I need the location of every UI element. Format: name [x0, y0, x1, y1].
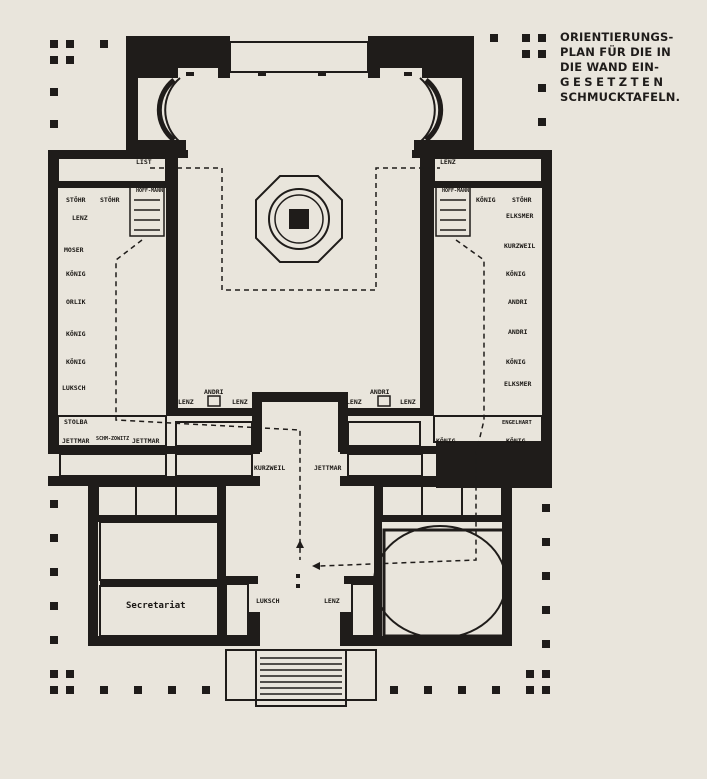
- label-center-left-lenz-1: LENZ: [178, 398, 194, 406]
- label-left-col-5: KÖNIG: [66, 357, 86, 366]
- plaque-labels: LIST LENZ STÖHR STÖHR HOFF-MANN HOFF-MAN…: [62, 158, 535, 611]
- label-right-col-5: ANDRI: [508, 328, 528, 336]
- label-top-right: LENZ: [440, 158, 456, 166]
- label-left-bottom-1: SCHM-ZOWITZ: [96, 436, 129, 442]
- central-fountain: [255, 175, 343, 263]
- label-right-col-6: KÖNIG: [506, 357, 526, 366]
- label-right-col-8: ENGELHART: [502, 420, 532, 426]
- label-center-right-andri: ANDRI: [370, 388, 390, 396]
- label-right-col-1: ELKSMER: [506, 212, 533, 220]
- caption-line-5: SCHMUCKTAFELN.: [560, 90, 681, 104]
- label-right-stair: HOFF-MANN: [442, 188, 469, 194]
- label-center-left-lenz-2: LENZ: [232, 398, 248, 406]
- plan-caption: ORIENTIERUNGS- PLAN FÜR DIE IN DIE WAND …: [560, 30, 700, 105]
- label-right-col-3: KÖNIG: [506, 269, 526, 278]
- label-left-stoehr-2: STÖHR: [100, 195, 120, 204]
- stairs: [129, 183, 471, 701]
- label-left-stoehr-1: STÖHR: [66, 195, 86, 204]
- label-left-col-1: MOSER: [64, 246, 84, 254]
- caption-line-4: GESETZTEN: [560, 75, 667, 89]
- label-left-col-2: KÖNIG: [66, 269, 86, 278]
- outlines: [57, 41, 543, 707]
- domes: [156, 77, 444, 143]
- label-entry-luksch: LUKSCH: [256, 597, 280, 605]
- room-secretariat: Secretariat: [126, 600, 186, 611]
- caption-line-2: PLAN FÜR DIE IN: [560, 45, 671, 59]
- label-left-stair: HOFF-MANN: [136, 188, 163, 194]
- hall-marks: [186, 72, 412, 588]
- label-right-col-2: KURZWEIL: [504, 242, 535, 250]
- label-left-col-6: LUKSCH: [62, 384, 86, 392]
- label-top-left: LIST: [136, 158, 152, 166]
- route-arrow: [296, 540, 320, 570]
- label-center-left-andri: ANDRI: [204, 388, 224, 396]
- label-left-bottom-0: JETTMAR: [62, 437, 89, 445]
- label-center-right-lenz-1: LENZ: [346, 398, 362, 406]
- label-hall-jettmar: JETTMAR: [314, 464, 341, 472]
- label-right-col-9: KÖNIG: [506, 436, 526, 445]
- border-markers: [50, 34, 550, 694]
- label-right-col-4: ANDRI: [508, 298, 528, 306]
- label-left-col-0: LENZ: [72, 214, 88, 222]
- label-left-col-7: STOLBA: [64, 418, 88, 426]
- label-left-col-4: KÖNIG: [66, 329, 86, 338]
- caption-line-3: DIE WAND EIN-: [560, 60, 660, 74]
- label-left-col-3: ORLIK: [66, 298, 86, 306]
- label-center-right-lenz-2: LENZ: [400, 398, 416, 406]
- label-entry-lenz: LENZ: [324, 597, 340, 605]
- label-left-bottom-2: JETTMAR: [132, 437, 159, 445]
- label-right-col-7: ELKSMER: [504, 380, 531, 388]
- visitor-route: [115, 167, 485, 567]
- label-hall-kurzweil: KURZWEIL: [254, 464, 285, 472]
- label-right-bottom: KÖNIG: [436, 436, 456, 445]
- label-right-col-0: KÖNIG: [476, 195, 496, 204]
- walls: [48, 36, 552, 646]
- label-right-stoehr: STÖHR: [512, 195, 532, 204]
- caption-line-1: ORIENTIERUNGS-: [560, 30, 674, 44]
- oval-room: [373, 525, 507, 639]
